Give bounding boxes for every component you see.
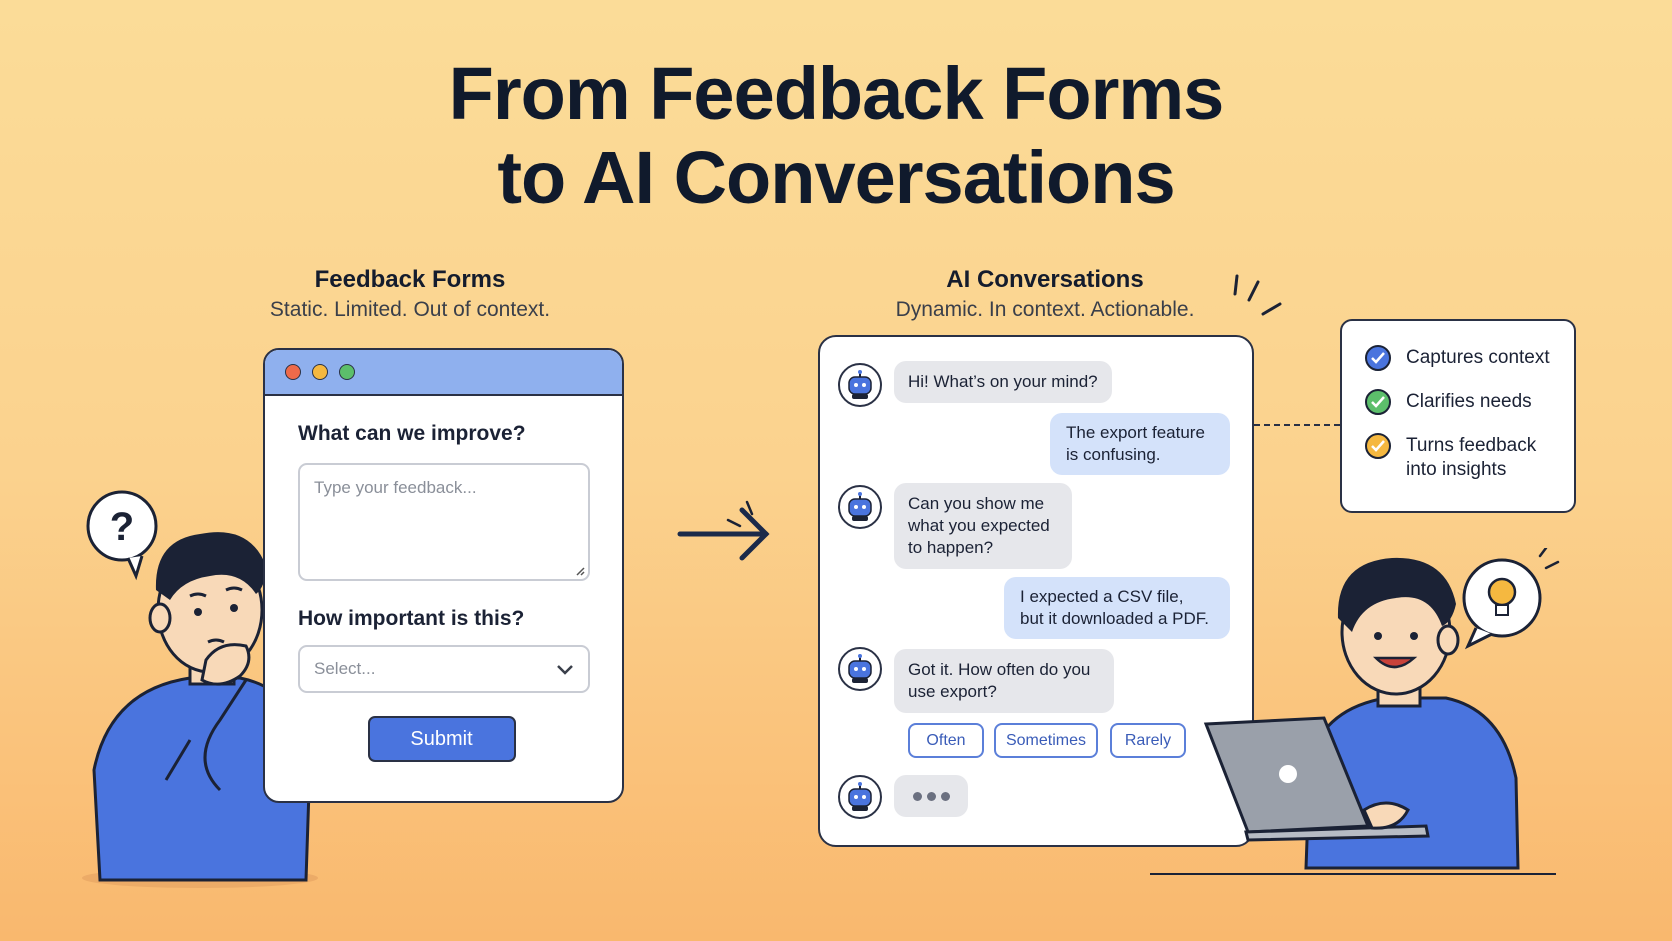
user-message-1-line-1: The export feature xyxy=(1066,423,1205,442)
user-message-2-line-2: but it downloaded a PDF. xyxy=(1020,609,1210,628)
quick-reply-often[interactable]: Often xyxy=(908,723,984,758)
emphasis-strokes-icon xyxy=(1233,274,1282,316)
quick-reply-rarely[interactable]: Rarely xyxy=(1110,723,1186,758)
bot-message-1-line-1: Hi! What’s on your mind? xyxy=(908,372,1098,391)
feedback-textarea-placeholder: Type your feedback... xyxy=(314,478,477,497)
submit-button[interactable]: Submit xyxy=(367,716,516,762)
happy-person-laptop-illustration xyxy=(1150,548,1560,875)
feedback-textarea[interactable]: Type your feedback... xyxy=(298,463,590,581)
ai-heading: AI Conversations xyxy=(946,266,1144,293)
bot-avatar xyxy=(838,775,882,819)
ai-column-header: AI Conversations Dynamic. In context. Ac… xyxy=(840,266,1250,322)
improve-question-label: What can we improve? xyxy=(298,422,526,445)
typing-dot xyxy=(926,791,936,801)
title-line-1: From Feedback Forms xyxy=(448,52,1225,135)
bot-message-2-line-3: to happen? xyxy=(908,538,994,557)
bot-avatar xyxy=(838,647,882,691)
ai-chat-window: Hi! What’s on your mind? The export feat… xyxy=(818,335,1254,847)
page-title: From Feedback Forms to AI Conversations xyxy=(0,52,1672,220)
svg-text:?: ? xyxy=(110,505,134,549)
user-message-2: I expected a CSV file, but it downloaded… xyxy=(1004,577,1230,639)
benefit-1-line-1: Captures context xyxy=(1406,347,1550,368)
feedback-form-window: What can we improve? Type your feedback.… xyxy=(263,348,624,803)
check-circle-icon xyxy=(1365,345,1391,371)
robot-icon xyxy=(848,492,872,521)
check-circle-icon xyxy=(1365,389,1391,415)
confused-person-illustration: ? xyxy=(82,490,318,888)
benefit-text: Clarifies needs xyxy=(1406,390,1532,414)
bot-message-2-line-1: Can you show me xyxy=(908,494,1045,513)
benefit-item: Turns feedback into insights xyxy=(1364,432,1574,482)
ai-subheading: Dynamic. In context. Actionable. xyxy=(895,298,1195,321)
typing-indicator xyxy=(894,775,968,817)
arrow-right-icon xyxy=(677,500,770,561)
forms-column-header: Feedback Forms Static. Limited. Out of c… xyxy=(230,266,590,322)
chevron-down-icon xyxy=(557,665,573,675)
bot-message-2: Can you show me what you expected to hap… xyxy=(894,483,1072,569)
bot-message-3-line-1: Got it. How often do you xyxy=(908,660,1091,679)
benefit-text: Captures context xyxy=(1406,346,1550,370)
importance-question-label: How important is this? xyxy=(298,607,525,630)
benefit-item: Clarifies needs xyxy=(1364,388,1574,416)
bot-message-3-line-2: use export? xyxy=(908,682,997,701)
benefits-card: Captures context Clarifies needs Turns f… xyxy=(1340,319,1576,513)
robot-icon xyxy=(848,782,872,811)
benefit-item: Captures context xyxy=(1364,344,1574,372)
typing-dot xyxy=(940,791,950,801)
bot-message-2-line-2: what you expected xyxy=(908,516,1050,535)
dashed-connector xyxy=(1254,424,1340,426)
benefit-3-line-1: Turns feedback xyxy=(1406,435,1537,456)
benefit-2-line-1: Clarifies needs xyxy=(1406,391,1532,412)
forms-subheading: Static. Limited. Out of context. xyxy=(269,298,551,321)
robot-icon xyxy=(848,654,872,683)
forms-heading: Feedback Forms xyxy=(314,266,506,293)
bot-avatar xyxy=(838,485,882,529)
importance-select-value: Select... xyxy=(314,659,376,678)
bot-message-1: Hi! What’s on your mind? xyxy=(894,361,1112,403)
user-message-1-line-2: is confusing. xyxy=(1066,445,1161,464)
benefit-3-line-2: into insights xyxy=(1406,459,1507,480)
bot-message-3: Got it. How often do you use export? xyxy=(894,649,1114,713)
title-line-2: to AI Conversations xyxy=(497,136,1175,219)
window-minimize-dot[interactable] xyxy=(312,364,328,380)
typing-dot xyxy=(912,791,922,801)
benefit-text: Turns feedback into insights xyxy=(1406,434,1536,482)
window-close-dot[interactable] xyxy=(285,364,301,380)
quick-reply-sometimes[interactable]: Sometimes xyxy=(994,723,1098,758)
robot-icon xyxy=(848,370,872,399)
window-maximize-dot[interactable] xyxy=(339,364,355,380)
bot-avatar xyxy=(838,363,882,407)
user-message-1: The export feature is confusing. xyxy=(1050,413,1230,475)
resize-handle-icon[interactable] xyxy=(575,566,585,576)
window-title-bar xyxy=(265,350,622,396)
user-message-2-line-1: I expected a CSV file, xyxy=(1020,587,1184,606)
importance-select[interactable]: Select... xyxy=(298,645,590,693)
check-circle-icon xyxy=(1365,433,1391,459)
